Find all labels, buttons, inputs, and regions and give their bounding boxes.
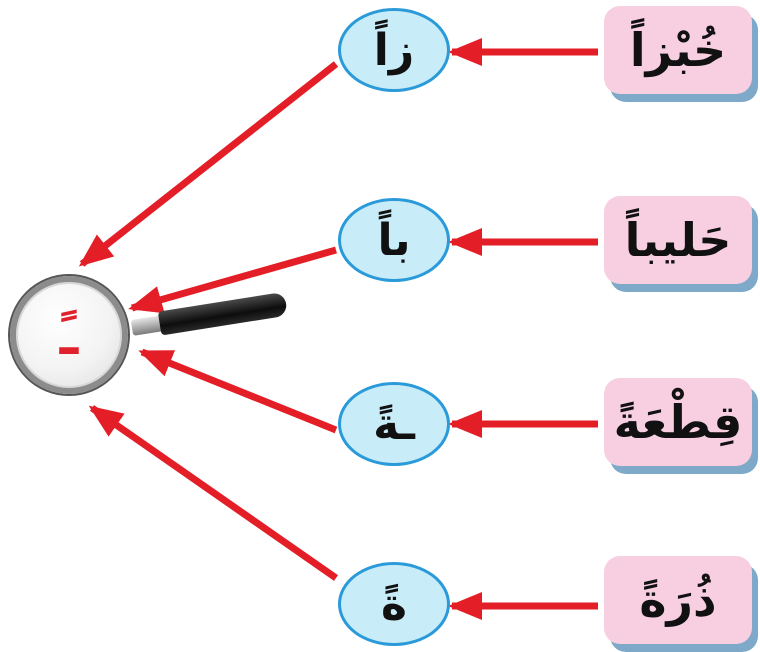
magnifier-grip [157, 291, 288, 336]
word-text: قِطْعَةً [604, 378, 752, 466]
word-card: قِطْعَةً [604, 378, 758, 474]
syllable-bubble: باً [338, 198, 450, 282]
syllable-bubble: ةً [338, 562, 450, 646]
arrow-syllable2-to-magnifier [128, 246, 337, 314]
word-text: حَليباً [604, 196, 752, 284]
arrow-syllable4-to-magnifier [88, 405, 339, 581]
syllable-bubble: ـةً [338, 382, 450, 466]
word-text: ذُرَةً [604, 556, 752, 644]
magnifier-icon: ـً [6, 276, 296, 396]
arrow-syllable1-to-magnifier [78, 61, 339, 267]
word-card: ذُرَةً [604, 556, 758, 652]
magnifier-lens: ـً [10, 276, 128, 394]
word-text: خُبْزاً [604, 6, 752, 94]
word-card: حَليباً [604, 196, 758, 292]
magnifier-handle [130, 291, 288, 340]
word-card: خُبْزاً [604, 6, 758, 102]
tanween-mark: ـً [59, 303, 79, 367]
syllable-bubble: زاً [338, 8, 450, 92]
arrow-syllable3-to-magnifier [138, 348, 338, 434]
